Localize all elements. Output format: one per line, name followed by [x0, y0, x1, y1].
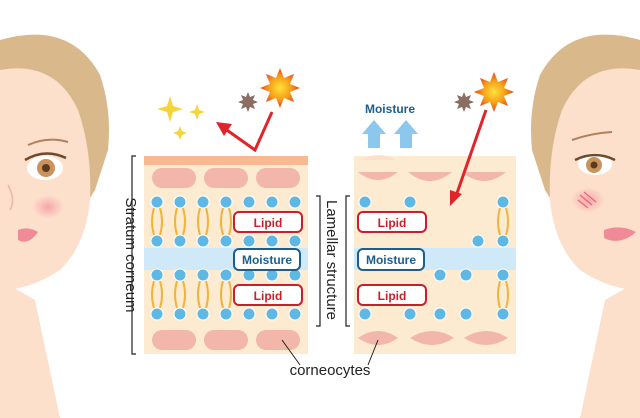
lipid-molecule — [219, 195, 233, 248]
penetrating-arrow-icon — [450, 190, 462, 206]
healthy-moisture-box: Moisture — [233, 248, 301, 271]
lipid-molecule — [196, 268, 210, 321]
lipid-head — [403, 195, 417, 209]
stratum-corneum-bracket — [131, 155, 136, 355]
sparkle-icon — [157, 96, 205, 140]
moisture-escape-label: Moisture — [365, 102, 415, 116]
left-face — [0, 34, 109, 418]
dark-sun-icon — [238, 92, 258, 112]
lipid-head — [288, 234, 302, 248]
healthy-moisture-label: Moisture — [242, 253, 292, 267]
lipid-head — [242, 307, 256, 321]
damaged-lipid-bottom-label: Lipid — [378, 289, 407, 303]
penetrating-arrow-line — [454, 109, 488, 197]
lipid-head — [358, 195, 372, 209]
lipid-head — [265, 234, 279, 248]
lipid-molecule — [150, 268, 164, 321]
healthy-lipid-top-label: Lipid — [254, 216, 283, 230]
lipid-molecule — [496, 268, 510, 321]
damaged-moisture-label: Moisture — [366, 253, 416, 267]
stratum-corneum-label: Stratum corneum — [122, 197, 139, 312]
damaged-lipid-top-box: Lipid — [357, 211, 427, 233]
lipid-head — [433, 307, 447, 321]
lipid-head — [358, 307, 372, 321]
lamellar-right-bracket — [316, 195, 321, 327]
lipid-molecule — [150, 195, 164, 248]
reflected-arrow-icon — [223, 111, 274, 153]
dark-sun-icon-right — [454, 92, 474, 112]
right-face — [531, 34, 640, 418]
lipid-head — [471, 234, 485, 248]
lipid-molecule — [219, 268, 233, 321]
healthy-lipid-bottom-label: Lipid — [254, 289, 283, 303]
healthy-lipid-top-box: Lipid — [233, 211, 303, 233]
lamellar-left-bracket — [345, 195, 350, 327]
healthy-lipid-bottom-box: Lipid — [233, 284, 303, 306]
lipid-head — [433, 268, 447, 282]
lipid-head — [403, 307, 417, 321]
lipid-molecule — [173, 195, 187, 248]
arrow-icon — [216, 122, 232, 136]
lipid-head — [242, 234, 256, 248]
lipid-head — [288, 195, 302, 209]
lipid-head — [265, 307, 279, 321]
corneocytes-pointer-left — [281, 339, 301, 366]
corneocytes-pointer-right — [367, 339, 379, 366]
lipid-head — [459, 268, 473, 282]
lipid-head — [242, 195, 256, 209]
lipid-molecule — [496, 195, 510, 248]
lipid-molecule — [196, 195, 210, 248]
lipid-head — [288, 307, 302, 321]
lipid-head — [459, 307, 473, 321]
corneocytes-label: corneocytes — [290, 362, 371, 379]
damaged-lipid-top-label: Lipid — [378, 216, 407, 230]
lipid-head — [265, 195, 279, 209]
sun-icon-right — [474, 72, 514, 112]
lipid-molecule — [173, 268, 187, 321]
lamellar-structure-label: Lamellar structure — [323, 200, 340, 320]
damaged-lipid-bottom-box: Lipid — [357, 284, 427, 306]
damaged-moisture-box: Moisture — [357, 248, 425, 271]
sun-icon — [260, 68, 300, 108]
moisture-arrow-icon — [362, 120, 418, 148]
